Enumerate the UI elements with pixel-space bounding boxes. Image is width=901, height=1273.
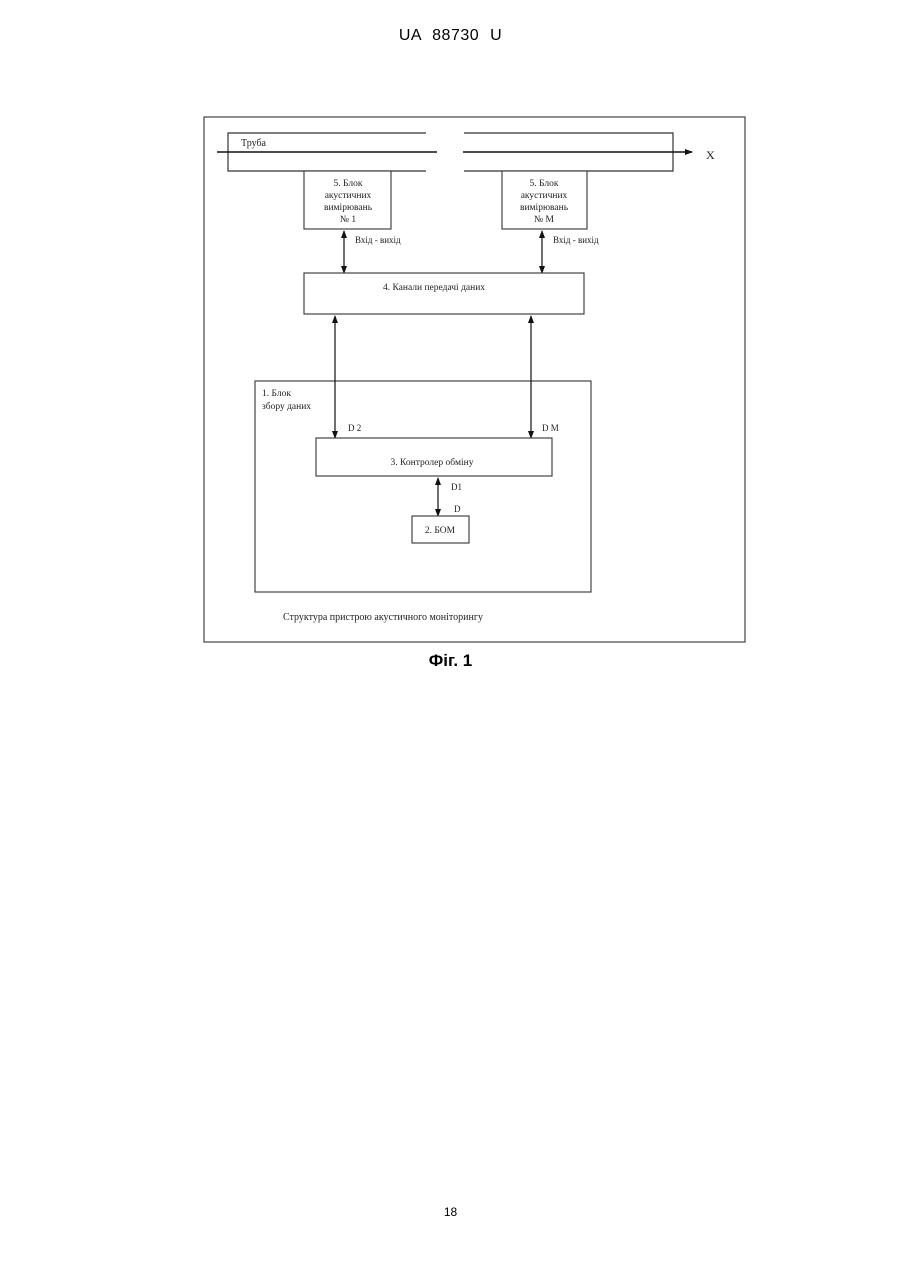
data-channels-block	[304, 273, 584, 314]
data-collection-label-2: збору даних	[262, 401, 311, 412]
d-label: D	[454, 504, 461, 514]
pipe	[217, 133, 692, 171]
data-channels-label: 4. Канали передачі даних	[383, 283, 485, 293]
data-collection-label-1: 1. Блок	[262, 389, 291, 399]
d1-label: D1	[451, 482, 462, 492]
bom-label: 2. БОМ	[425, 526, 456, 536]
figure-caption: Фіг. 1	[0, 651, 901, 671]
exchange-controller-label: 3. Контролер обміну	[391, 457, 474, 468]
sensor-block-m-line-3: вимірювань	[520, 203, 569, 213]
sensor-block-m-line-2: акустичних	[521, 191, 568, 201]
data-collection-block	[255, 381, 591, 592]
acoustic-monitoring-diagram: Труба Х 5. Блок акустичних вимірювань № …	[0, 0, 901, 700]
io-label-m: Вхід - вихід	[553, 235, 599, 245]
figure-frame	[204, 117, 745, 642]
pipe-label: Труба	[241, 138, 267, 149]
sensor-block-1-line-1: 5. Блок	[334, 179, 363, 189]
sensor-block-m-line-4: № М	[534, 215, 554, 225]
sensor-block-m-line-1: 5. Блок	[530, 179, 559, 189]
structure-caption: Структура пристрою акустичного моніторин…	[283, 612, 483, 623]
axis-label: Х	[706, 148, 715, 162]
dm-label: D M	[542, 423, 559, 433]
sensor-block-1-line-2: акустичних	[325, 191, 372, 201]
sensor-block-1-line-3: вимірювань	[324, 203, 373, 213]
page-number: 18	[0, 1205, 901, 1219]
exchange-controller-block	[316, 438, 552, 476]
io-label-1: Вхід - вихід	[355, 235, 401, 245]
d2-label: D 2	[348, 423, 361, 433]
sensor-block-1-line-4: № 1	[340, 215, 356, 225]
